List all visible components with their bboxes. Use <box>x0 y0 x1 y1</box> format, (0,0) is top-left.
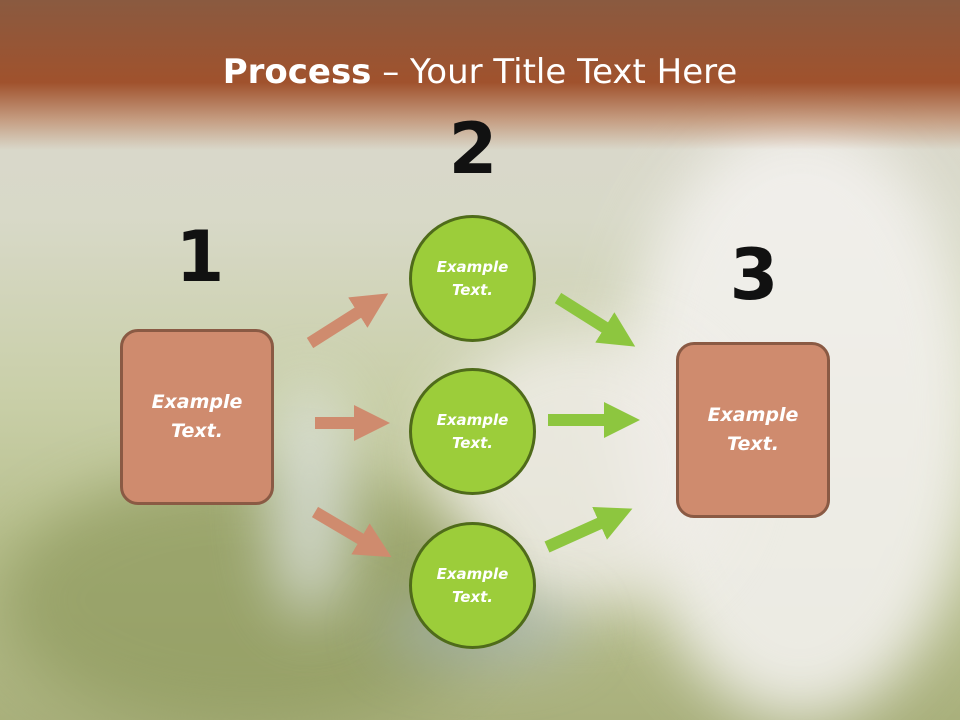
left-box-text: Example Text. <box>151 391 243 442</box>
slide-title: Process – Your Title Text Here <box>0 52 960 92</box>
title-rest: – Your Title Text Here <box>371 52 738 92</box>
top-circle-text: Example Text. <box>436 257 509 299</box>
arrow-top-to-right <box>554 292 636 347</box>
right-box-text: Example Text. <box>707 404 799 455</box>
title-bold: Process <box>222 52 372 92</box>
step-number-3: 3 <box>729 234 779 316</box>
bottom-circle: Example Text. <box>409 522 536 649</box>
arrow-bottom-to-right <box>544 506 633 553</box>
step-number-1: 1 <box>175 216 225 298</box>
left-step-box: Example Text. <box>120 329 274 505</box>
middle-circle-text: Example Text. <box>436 410 509 452</box>
step-number-2: 2 <box>448 108 498 190</box>
arrow-left-to-top <box>306 293 389 349</box>
middle-circle: Example Text. <box>409 368 536 495</box>
title-bar <box>0 0 960 150</box>
top-circle: Example Text. <box>409 215 536 342</box>
right-step-box: Example Text. <box>676 342 830 518</box>
arrow-left-to-bottom <box>311 506 392 558</box>
bottom-circle-text: Example Text. <box>436 564 509 606</box>
